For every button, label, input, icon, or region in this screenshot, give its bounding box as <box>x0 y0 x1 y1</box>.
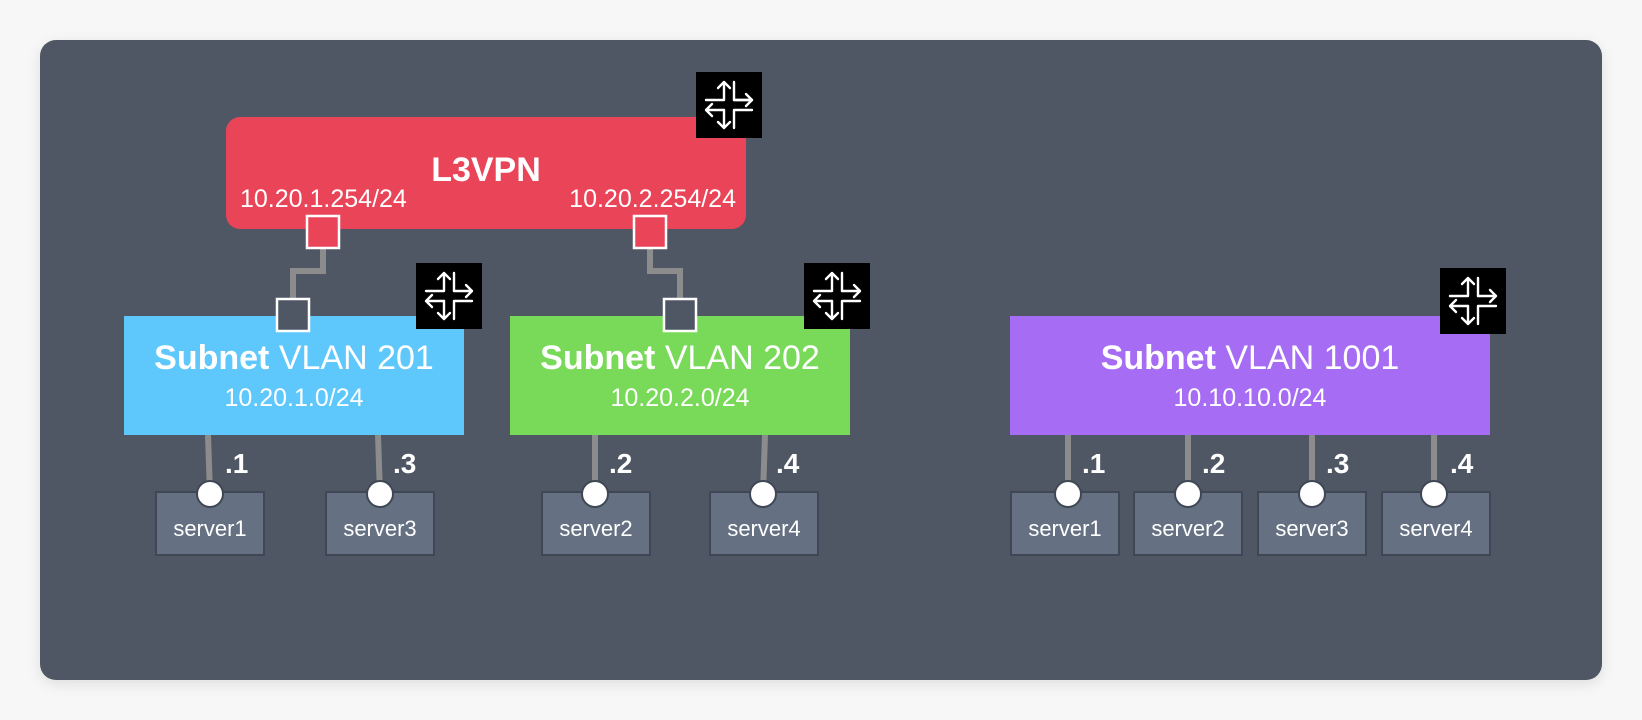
server-label: server2 <box>1151 515 1225 541</box>
subnet-cidr: 10.10.10.0/24 <box>1173 384 1327 412</box>
server-box[interactable]: server3 <box>1257 491 1367 556</box>
host-links <box>205 434 1437 495</box>
server-label: server1 <box>173 515 247 541</box>
l3vpn-title: L3VPN <box>431 151 541 189</box>
server-label: server2 <box>559 515 633 541</box>
router-icon <box>804 263 870 329</box>
subnet-name: Subnet VLAN 202 <box>540 338 820 378</box>
trunk-link-vlan202 <box>647 248 683 299</box>
subnet-name: Subnet VLAN 1001 <box>1101 338 1400 378</box>
subnet-cidr: 10.20.1.0/24 <box>224 384 364 412</box>
subnet-vlan: VLAN 201 <box>278 339 434 377</box>
server-box[interactable]: server2 <box>541 491 651 556</box>
server-label: server3 <box>343 515 417 541</box>
subnet-vlan: VLAN 202 <box>664 339 820 377</box>
trunk-link-vlan201 <box>290 248 326 299</box>
router-icon-glyph <box>812 271 862 321</box>
host-octet: .4 <box>776 448 800 479</box>
host-octet: .1 <box>1082 448 1106 479</box>
server-label: server4 <box>1399 515 1473 541</box>
router-icon <box>416 263 482 329</box>
server-label: server1 <box>1028 515 1102 541</box>
router-icon <box>1440 268 1506 334</box>
l3vpn-ip-left: 10.20.1.254/24 <box>240 185 407 213</box>
server-box[interactable]: server4 <box>1381 491 1491 556</box>
server-box[interactable]: server3 <box>325 491 435 556</box>
host-octet: .4 <box>1450 448 1474 479</box>
server-box[interactable]: server1 <box>1010 491 1120 556</box>
host-link <box>205 434 213 495</box>
subnet-vlan: VLAN 1001 <box>1225 339 1400 377</box>
subnet-vlan-202[interactable]: Subnet VLAN 202 10.20.2.0/24 <box>510 316 850 435</box>
router-icon <box>696 72 762 138</box>
host-link <box>760 434 768 495</box>
router-icon-glyph <box>1448 276 1498 326</box>
subnet-name: Subnet VLAN 201 <box>154 338 434 378</box>
router-icon-glyph <box>424 271 474 321</box>
host-octet: .1 <box>225 448 249 479</box>
host-octet: .2 <box>1202 448 1226 479</box>
router-icon-glyph <box>704 72 762 130</box>
subnet-vlan-201[interactable]: Subnet VLAN 201 10.20.1.0/24 <box>124 316 464 435</box>
server-box[interactable]: server2 <box>1133 491 1243 556</box>
host-octet: .2 <box>609 448 633 479</box>
host-link <box>375 434 383 495</box>
subnet-prefix: Subnet <box>1100 339 1216 377</box>
subnet-prefix: Subnet <box>540 339 656 377</box>
server-label: server4 <box>727 515 801 541</box>
l3vpn-ip-right: 10.20.2.254/24 <box>569 185 736 213</box>
server-box[interactable]: server4 <box>709 491 819 556</box>
trunk-links <box>290 248 683 299</box>
subnet-prefix: Subnet <box>154 339 270 377</box>
host-octet: .3 <box>1326 448 1350 479</box>
server-box[interactable]: server1 <box>155 491 265 556</box>
host-octet: .3 <box>393 448 417 479</box>
server-label: server3 <box>1275 515 1349 541</box>
l3vpn-node[interactable]: L3VPN 10.20.1.254/24 10.20.2.254/24 <box>226 117 746 229</box>
subnet-vlan-1001[interactable]: Subnet VLAN 1001 10.10.10.0/24 <box>1010 316 1490 435</box>
subnet-cidr: 10.20.2.0/24 <box>610 384 750 412</box>
